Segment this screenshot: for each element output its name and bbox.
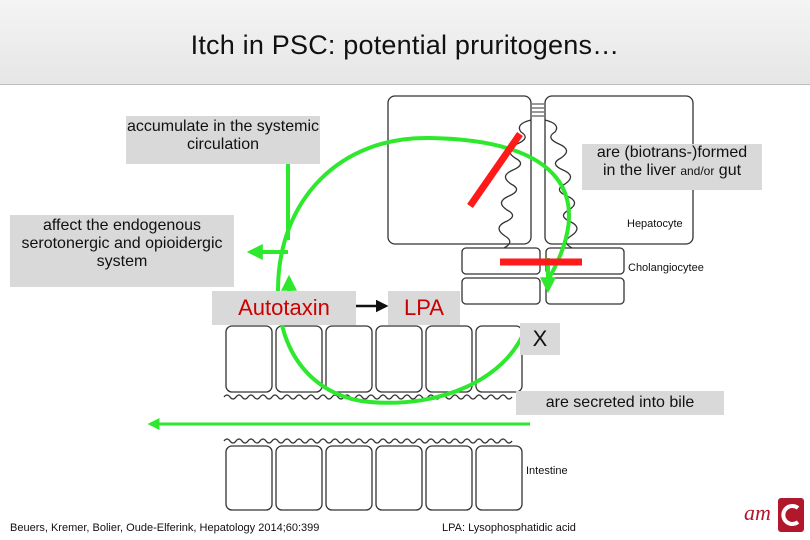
label-lpa: LPA (388, 291, 460, 325)
intestine-upper (223, 325, 523, 400)
hepatocyte-left (387, 95, 532, 245)
bile-canaliculus-right (544, 119, 578, 249)
cholangiocyte-cells (461, 247, 625, 305)
title-bar (0, 0, 810, 85)
label-secreted-into-bile: are secreted into bile (516, 391, 724, 415)
logo-text: am (744, 500, 771, 525)
microvilli-upper (223, 394, 513, 400)
label-intestine: Intestine (526, 465, 568, 477)
label-cholangiocyte: Cholangiocytee (628, 262, 704, 274)
label-x-block: X (520, 323, 560, 355)
hepatocyte-cells (387, 95, 694, 249)
logo-mark-icon (778, 498, 804, 532)
bile-canaliculus-left (498, 119, 532, 249)
cholangiocyte-cell-3 (461, 277, 541, 305)
lpa-footnote: LPA: Lysophosphatidic acid (442, 522, 576, 534)
block-bar-hepatocyte (467, 132, 523, 208)
label-biotrans-formed: are (biotrans-)formed in the liver and/o… (582, 144, 762, 190)
label-autotaxin: Autotaxin (212, 291, 356, 325)
label-accumulate: accumulate in the systemic circulation (126, 116, 320, 164)
intestine-lower (223, 438, 523, 511)
microvilli-lower (223, 438, 513, 444)
amc-logo: am (742, 496, 808, 536)
tight-junction (532, 103, 544, 117)
label-affect-endogenous: affect the endogenous serotonergic and o… (10, 215, 234, 287)
citation: Beuers, Kremer, Bolier, Oude-Elferink, H… (10, 522, 320, 534)
label-hepatocyte: Hepatocyte (627, 218, 683, 230)
page-title: Itch in PSC: potential pruritogens… (190, 30, 620, 60)
cholangiocyte-cell-4 (545, 277, 625, 305)
